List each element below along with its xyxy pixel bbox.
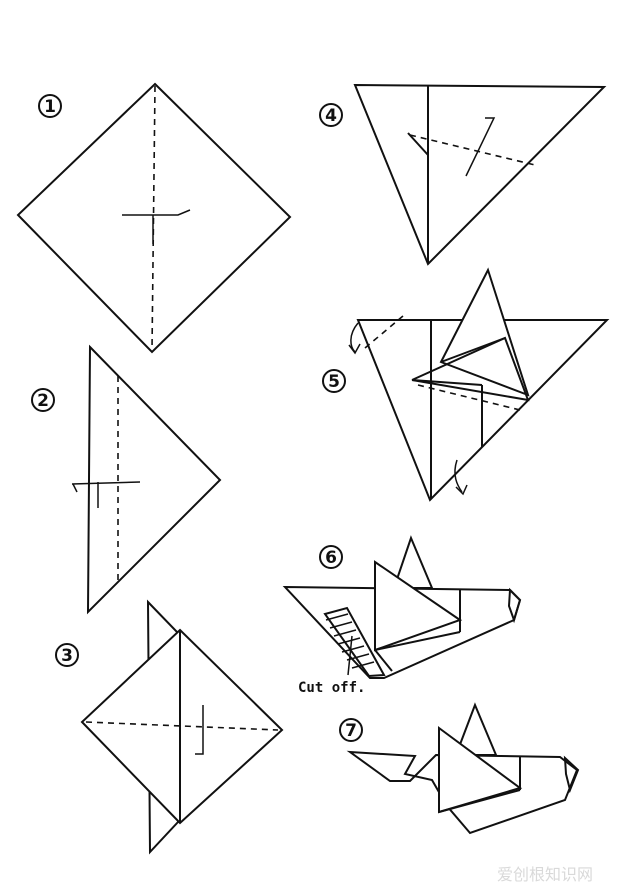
fold-line-tail bbox=[364, 315, 404, 349]
step-3-number: 3 bbox=[55, 643, 79, 667]
beak bbox=[563, 755, 580, 794]
cut-off-hatching bbox=[325, 613, 375, 669]
wing-crease bbox=[411, 379, 483, 386]
beak bbox=[507, 587, 522, 624]
step-7: 7 bbox=[339, 702, 580, 835]
fold-arrow bbox=[465, 117, 496, 177]
watermark: 爱创根知识网 bbox=[497, 865, 593, 884]
head-crease-2 bbox=[374, 631, 461, 651]
belly-crease bbox=[374, 649, 393, 672]
svg-text:3: 3 bbox=[61, 646, 73, 666]
fold-arrow bbox=[71, 481, 141, 485]
fold-arrow-left-head bbox=[348, 343, 361, 355]
svg-text:5: 5 bbox=[328, 372, 340, 392]
fold-arrow bbox=[195, 705, 204, 755]
svg-text:6: 6 bbox=[325, 548, 337, 568]
step-2-number: 2 bbox=[31, 388, 55, 412]
head-peak bbox=[439, 267, 530, 397]
bird-body bbox=[346, 750, 579, 835]
fold-arrow-left bbox=[350, 322, 359, 353]
triangle-paper bbox=[353, 83, 607, 266]
step-4: 4 bbox=[319, 83, 607, 266]
fold-arrow bbox=[122, 209, 191, 216]
triangle-paper bbox=[86, 344, 222, 615]
step-5-number: 5 bbox=[322, 369, 346, 393]
step-2: 2 bbox=[31, 344, 222, 615]
step-6-number: 6 bbox=[319, 545, 343, 569]
diamond-paper bbox=[80, 628, 284, 825]
svg-text:1: 1 bbox=[44, 97, 56, 117]
step-4-number: 4 bbox=[319, 103, 343, 127]
svg-text:7: 7 bbox=[345, 721, 357, 741]
fold-arrow-bottom-head bbox=[455, 484, 468, 496]
fold-arrow-bottom bbox=[454, 459, 463, 493]
square-paper bbox=[16, 82, 292, 354]
step-6: 6 Cut off. bbox=[282, 535, 522, 696]
step-1-number: 1 bbox=[38, 94, 62, 118]
step-7-number: 7 bbox=[339, 718, 363, 742]
head-crease-2 bbox=[438, 789, 521, 813]
fold-line-wing bbox=[417, 384, 521, 411]
svg-text:2: 2 bbox=[37, 391, 49, 411]
cut-off-label: Cut off. bbox=[298, 680, 365, 696]
svg-text:4: 4 bbox=[325, 106, 337, 126]
cut-off-leader bbox=[347, 635, 353, 676]
step-3: 3 bbox=[55, 599, 284, 855]
wing-fold bbox=[411, 336, 530, 402]
fold-arrow-stem bbox=[72, 483, 78, 493]
wing-peak bbox=[374, 560, 463, 652]
inner-flap-edge bbox=[407, 132, 429, 156]
step-1: 1 bbox=[16, 82, 292, 354]
step-5: 5 bbox=[322, 267, 610, 502]
